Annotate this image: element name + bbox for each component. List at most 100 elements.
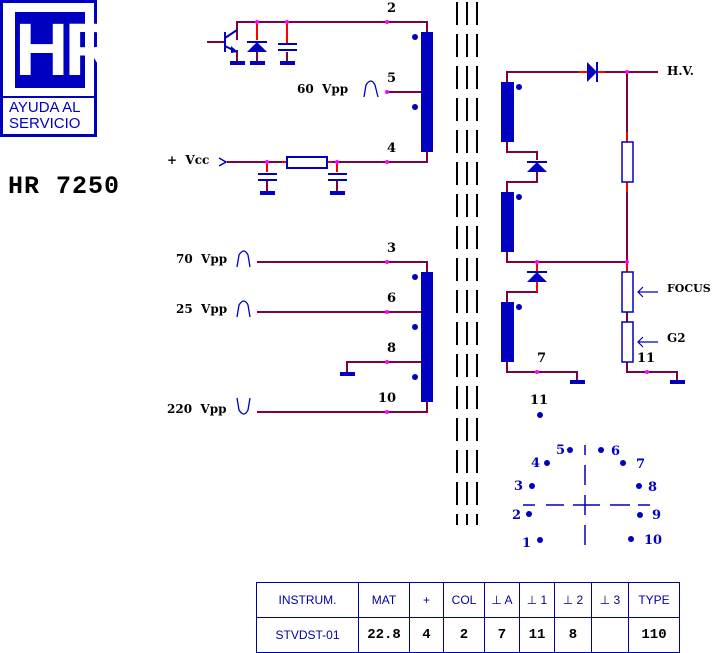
wire-pin8	[346, 361, 427, 372]
pinout-label-8: 8	[648, 480, 657, 495]
pinout-label-6: 6	[611, 444, 620, 459]
value-col: 2	[443, 617, 485, 653]
pinout-label-3: 3	[514, 479, 523, 494]
transformer-core	[456, 2, 478, 525]
value-mat: 22.8	[358, 617, 410, 653]
divider-resistors	[621, 141, 634, 363]
hv-diode-icon	[587, 62, 598, 82]
logo-text: AYUDA AL SERVICIO	[9, 100, 80, 132]
capacitor-icon	[258, 43, 347, 181]
spec-table: INSTRUM. MAT + COL ⊥ A ⊥ 1 ⊥ 2 ⊥ 3 TYPE …	[256, 582, 680, 653]
header-mat: MAT	[358, 582, 410, 618]
pin-label-11: 11	[530, 393, 548, 408]
value-gnd-2: 8	[554, 617, 592, 653]
pulse-icon-70	[236, 250, 251, 268]
polarity-dots-top	[412, 34, 418, 110]
socket-pinout: 1 2 3 4 5 6 7 8 9 10	[512, 443, 662, 551]
spec-value-row: STVDST-01 22.8 4 2 7 11 8 110	[256, 617, 680, 653]
pulse-icon-25	[236, 300, 251, 318]
wiper-arrow-icons	[637, 286, 658, 348]
pinout-dots	[526, 447, 643, 543]
logo-line-1: AYUDA AL	[9, 99, 81, 116]
pinout-label-2: 2	[512, 508, 521, 523]
focus-pot-icon	[621, 271, 634, 313]
wire-coil1-diode1	[506, 142, 538, 160]
pin-label-11-res: 11	[637, 351, 655, 366]
pulse-icon	[363, 80, 379, 98]
header-gnd-2: ⊥ 2	[554, 582, 592, 618]
g2-label: G2	[667, 331, 686, 345]
model-title: HR 7250	[8, 172, 121, 201]
logo-line-2: SERVICIO	[9, 115, 81, 132]
value-plus: 4	[409, 617, 444, 653]
pinout-label-1: 1	[522, 536, 531, 551]
pinout-labels: 1 2 3 4 5 6 7 8 9 10	[512, 443, 662, 551]
pin-label-8: 8	[387, 341, 396, 356]
wire-diode2-coil3	[506, 282, 538, 302]
wire-pin2	[236, 21, 428, 40]
secondary-leads	[536, 71, 628, 292]
pinout-label-9: 9	[652, 508, 661, 523]
pinout-label-4: 4	[531, 456, 540, 471]
wire-coil2-node	[506, 252, 627, 263]
value-gnd-a: 7	[484, 617, 520, 653]
wire-pin7	[506, 362, 578, 380]
pin-label-5: 5	[387, 71, 396, 86]
bleeder-resistor-icon	[621, 141, 634, 183]
primary-coil-top	[421, 32, 433, 152]
resistor-icon	[286, 156, 328, 169]
pinout-crosshair	[523, 445, 650, 545]
header-instrum: INSTRUM.	[256, 582, 359, 618]
waveform-icons	[236, 250, 251, 415]
pin-label-7: 7	[537, 351, 546, 366]
header-gnd-1: ⊥ 1	[519, 582, 555, 618]
header-gnd-a: ⊥ A	[484, 582, 520, 618]
wire-pin4	[327, 152, 428, 163]
header-plus: +	[409, 582, 444, 618]
signal-label-3: 70 Vpp	[176, 252, 227, 266]
value-type: 110	[628, 617, 680, 653]
pin-label-4: 4	[387, 141, 396, 156]
wire-pin11	[626, 362, 678, 380]
node-dots	[255, 20, 649, 414]
diode-icon	[247, 41, 267, 52]
spec-header-row: INSTRUM. MAT + COL ⊥ A ⊥ 1 ⊥ 2 ⊥ 3 TYPE	[256, 582, 680, 618]
transistor-icon	[224, 29, 238, 53]
signal-label-10: 220 Vpp	[167, 402, 227, 416]
header-col: COL	[443, 582, 485, 618]
header-gnd-3: ⊥ 3	[591, 582, 629, 618]
pinout-label-5: 5	[556, 443, 565, 458]
header-type: TYPE	[628, 582, 680, 618]
value-instrum: STVDST-01	[256, 617, 359, 653]
pin-label-3: 3	[387, 241, 396, 256]
ground-icons	[230, 61, 685, 384]
secondary-coils	[501, 82, 522, 362]
secondary-circuit	[506, 71, 678, 380]
pin-label-2: 2	[387, 1, 396, 16]
pinout-label-7: 7	[636, 457, 645, 472]
vcc-label: + Vcc	[167, 153, 209, 167]
signal-label-5: 60 Vpp	[297, 82, 348, 96]
polarity-dots-bottom	[412, 274, 418, 380]
wire-pin3	[257, 261, 428, 272]
wire-diode1-coil2	[506, 172, 538, 192]
primary-top-circuit	[207, 21, 428, 192]
value-gnd-3	[591, 617, 629, 653]
focus-label: FOCUS	[667, 282, 711, 295]
wire-hv-top	[506, 71, 578, 82]
wire-pin10	[257, 402, 428, 413]
pin-label-10: 10	[378, 391, 396, 406]
primary-coil-bottom	[421, 272, 433, 402]
pulse-icon-220	[236, 397, 251, 415]
pinout-label-10: 10	[644, 533, 662, 548]
cascade-diode-icons	[527, 161, 547, 282]
pin-11-dot	[537, 412, 543, 418]
logo-divider	[3, 96, 94, 98]
g2-pot-icon	[621, 321, 634, 363]
signal-label-6: 25 Vpp	[176, 302, 227, 316]
value-gnd-1: 11	[519, 617, 555, 653]
hv-label: H.V.	[667, 64, 694, 78]
pin-label-6: 6	[387, 291, 396, 306]
primary-bottom-circuit	[257, 261, 428, 413]
